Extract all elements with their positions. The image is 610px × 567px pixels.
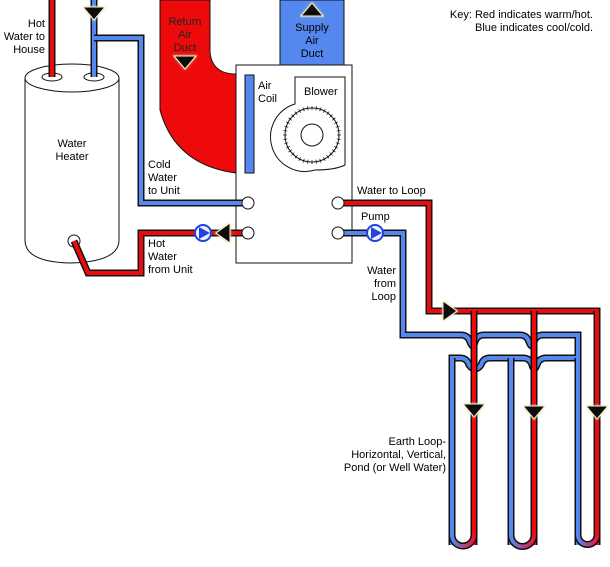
pipe-hot-from-unit xyxy=(70,229,248,277)
flow-arrow-loop-1-icon xyxy=(461,403,487,418)
port-loop-out xyxy=(331,196,345,210)
blower-blade xyxy=(298,109,301,113)
blower-blade xyxy=(336,138,341,140)
blower-blade xyxy=(294,111,298,115)
blower-blade xyxy=(283,138,288,140)
label-earth-loop: Earth Loop- Horizontal, Vertical, Pond (… xyxy=(343,436,446,474)
blower-blade xyxy=(315,159,317,164)
flow-arrow-supply-air-icon xyxy=(299,2,325,17)
flow-arrow-loop-3-icon xyxy=(584,405,610,420)
label-water-to-loop: Water to Loop xyxy=(357,185,426,197)
label-air-coil: Air Coil xyxy=(258,80,277,105)
blower-blade xyxy=(291,114,295,118)
blower-blade xyxy=(286,146,290,149)
label-supply-air-duct: Supply Air Duct xyxy=(295,22,329,60)
blower-housing xyxy=(270,76,346,172)
pipe-cold-to-unit xyxy=(94,34,248,207)
blower-blade xyxy=(319,158,322,163)
flow-arrow-to-loop-icon xyxy=(442,300,458,322)
blower-blade xyxy=(283,130,288,132)
blower-blade xyxy=(334,146,338,149)
blower-blade xyxy=(323,157,326,161)
label-return-air-duct: Return Air Duct xyxy=(168,16,202,54)
blower-hub xyxy=(300,123,324,147)
blower-blade xyxy=(329,114,333,118)
label-cold-water-to-unit: Cold Water to Unit xyxy=(148,159,180,197)
label-pump: Pump xyxy=(361,211,390,223)
blower-blade xyxy=(288,149,292,153)
pump-loop-icon xyxy=(366,224,384,242)
blower-blade xyxy=(332,149,336,153)
blower-blade xyxy=(332,117,336,121)
key-line-1: Key: Red indicates warm/hot. xyxy=(449,9,593,21)
water-heater-top xyxy=(24,63,120,93)
blower-blade xyxy=(329,152,333,156)
blower-blade xyxy=(336,130,341,132)
air-coil xyxy=(244,74,255,174)
flow-arrow-loop-2-icon xyxy=(521,405,547,420)
blower-blade xyxy=(335,142,340,145)
earth-loop-u-bend-2 xyxy=(507,534,538,550)
label-hot-water-from-unit: Hot Water from Unit xyxy=(148,238,193,276)
pump-hot-water-icon xyxy=(194,224,212,242)
blower-blades xyxy=(283,106,341,164)
blower-blade xyxy=(326,155,330,159)
blower-blade xyxy=(302,107,305,112)
blower-blade xyxy=(307,106,309,111)
label-blower: Blower xyxy=(304,86,338,98)
label-water-from-loop: Water from Loop xyxy=(367,265,396,303)
earth-loop-u-bend-3 xyxy=(574,534,601,548)
key-line-2: Blue indicates cool/cold. xyxy=(474,22,593,34)
blower-blade xyxy=(315,106,317,111)
label-water-heater: Water Heater xyxy=(55,138,89,163)
port-loop-in xyxy=(331,226,345,240)
blower-blade xyxy=(323,109,326,113)
blower-blade xyxy=(319,107,322,112)
blower-blade xyxy=(284,142,289,145)
water-heater-body xyxy=(24,78,120,264)
blower-blade xyxy=(286,121,290,124)
blower-blade xyxy=(326,111,330,115)
label-hot-water-to-house: Hot Water to House xyxy=(3,18,45,56)
pipe-water-from-loop xyxy=(338,229,582,420)
blower-blade xyxy=(284,125,289,128)
earth-loop-u-bend-1 xyxy=(448,534,478,550)
blower-blade xyxy=(288,117,292,121)
flow-arrow-cold-supply-icon xyxy=(81,6,107,21)
blower-blade xyxy=(334,121,338,124)
flow-arrow-hot-from-unit-icon xyxy=(215,222,231,244)
blower-blade xyxy=(298,157,301,161)
port-cold-in xyxy=(241,196,255,210)
blower-blade xyxy=(335,125,340,128)
blower-blade xyxy=(291,152,295,156)
blower-blade xyxy=(307,159,309,164)
blower-blade xyxy=(294,155,298,159)
flow-arrow-return-air-icon xyxy=(172,55,198,70)
port-hot-out xyxy=(241,226,255,240)
blower-blade xyxy=(302,158,305,163)
